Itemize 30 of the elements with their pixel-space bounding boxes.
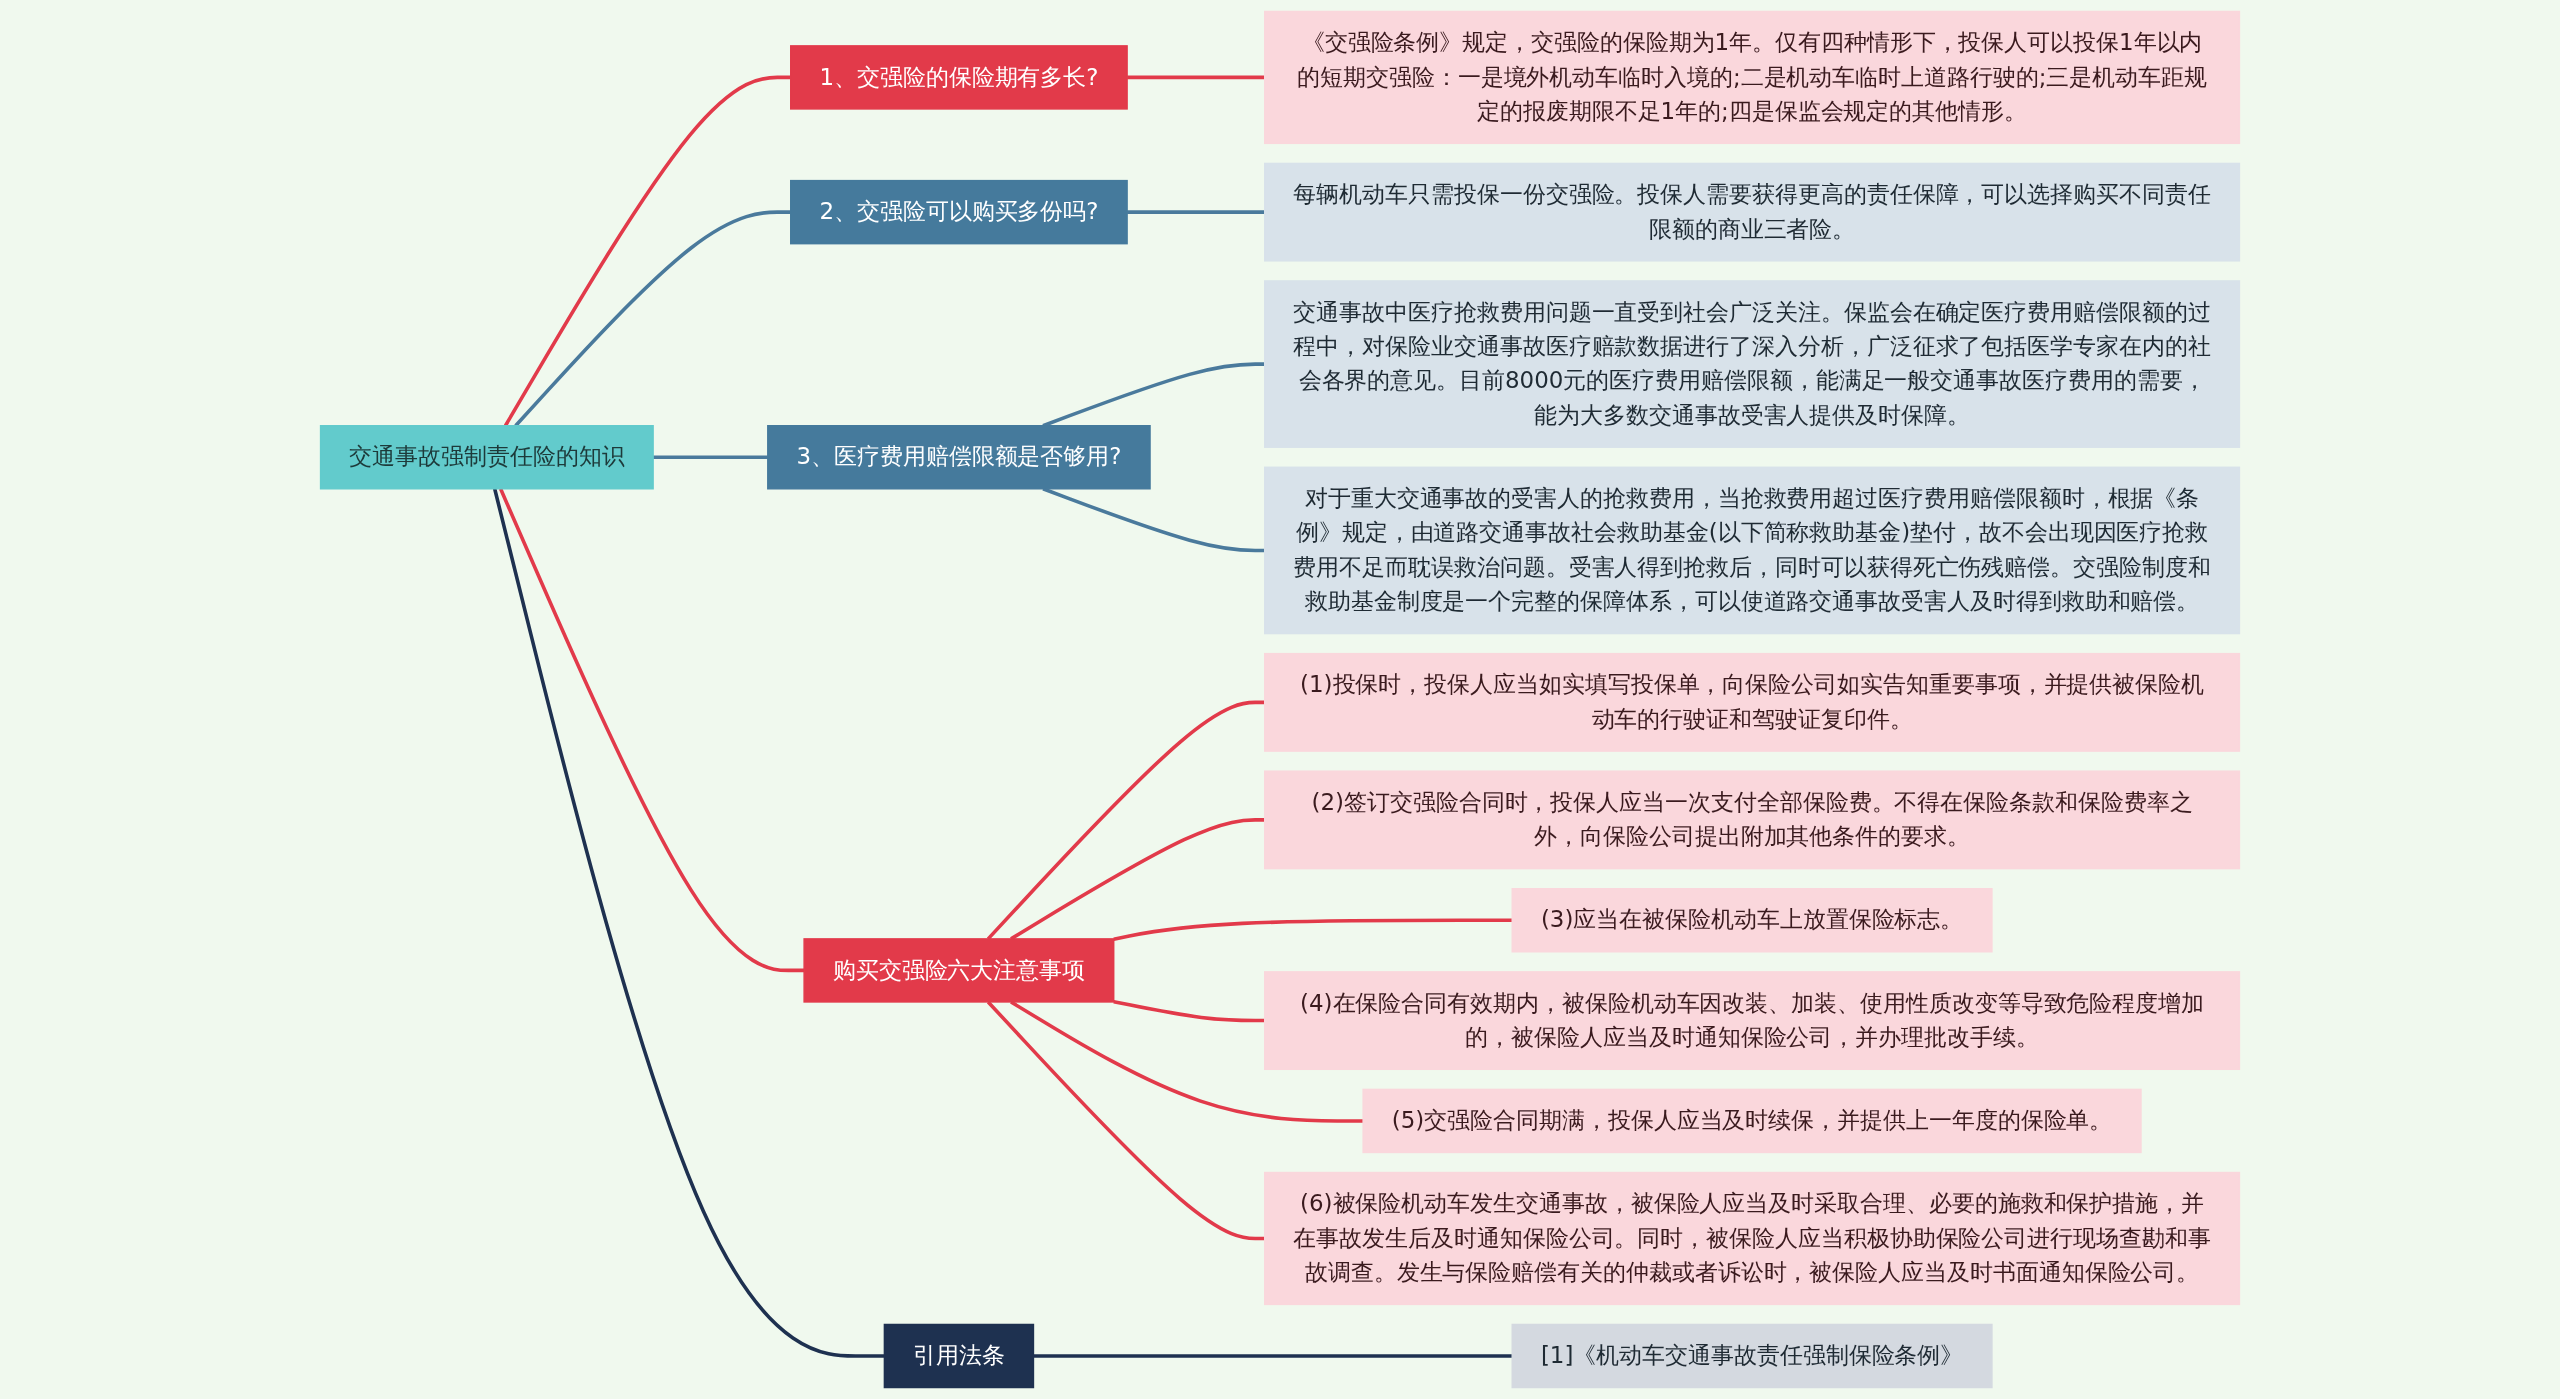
node-box: 3、医疗费用赔偿限额是否够用? bbox=[767, 425, 1151, 490]
node-box: (3)应当在被保险机动车上放置保险标志。 bbox=[1511, 888, 1993, 953]
connector bbox=[1127, 75, 1265, 80]
connector bbox=[1010, 1000, 1364, 1123]
node-box: (1)投保时，投保人应当如实填写投保单，向保险公司如实告知重要事项，并提供被保险机动车的行驶证和驾驶证复印件。 bbox=[1264, 652, 2241, 752]
node-box: (2)签订交强险合同时，投保人应当一次支付全部保险费。不得在保险条款和保险费率之外，向保险公司提出附加其他条件的要求。 bbox=[1264, 770, 2241, 870]
connector bbox=[514, 210, 791, 427]
node-box: 交通事故强制责任险的知识 bbox=[319, 425, 654, 490]
connector bbox=[653, 455, 768, 460]
connector bbox=[1113, 999, 1265, 1023]
node-box: 购买交强险六大注意事项 bbox=[803, 938, 1115, 1003]
node-box: [1]《机动车交通事故责任强制保险条例》 bbox=[1511, 1323, 1993, 1389]
node-box: (4)在保险合同有效期内，被保险机动车因改装、加装、使用性质改变等导致危险程度增加的，被保险人应当及时通知保险公司，并办理批改手续。 bbox=[1264, 971, 2241, 1071]
node-box: 2、交强险可以购买多份吗? bbox=[790, 179, 1128, 245]
node-box: 1、交强险的保险期有多长? bbox=[790, 45, 1128, 110]
connector bbox=[1113, 918, 1513, 941]
connector bbox=[986, 1000, 1265, 1241]
connector bbox=[492, 488, 885, 1358]
node-box: (5)交强险合同期满，投保人应当及时续保，并提供上一年度的保险单。 bbox=[1362, 1088, 2142, 1154]
node-box: 每辆机动车只需投保一份交强险。投保人需要获得更高的责任保障，可以选择购买不同责任限额的商业三者险。 bbox=[1264, 162, 2241, 262]
node-box: 交通事故中医疗抢救费用问题一直受到社会广泛关注。保监会在确定医疗费用赔偿限额的过程中，对保险业交通事故医疗赔款数据进行了深入分析，广泛征求了包括医学专家在内的社会各界的意见。目前8000元的医疗费用赔偿限额，能满足一般交通事故医疗费用的需要，能为大多数交通事故受害人提供及时保障。 bbox=[1264, 280, 2241, 448]
connector bbox=[503, 75, 791, 427]
node-box: 对于重大交通事故的受害人的抢救费用，当抢救费用超过医疗费用赔偿限额时，根据《条例》规定，由道路交通事故社会救助基金(以下简称救助基金)垫付，故不会出现因医疗抢救费用不足而耽误救治问题。受害人得到抢救后，同时可以获得死亡伤残赔偿。交强险制度和救助基金制度是一个完整的保障体系，可以使道路交通事故受害人及时得到救助和赔偿。 bbox=[1264, 466, 2241, 635]
node-box: 《交强险条例》规定，交强险的保险期为1年。仅有四种情形下，投保人可以投保1年以内的短期交强险：一是境外机动车临时入境的;二是机动车临时上道路行驶的;三是机动车距规定的报废期限不足1年的;四是保监会规定的其他情形。 bbox=[1264, 10, 2241, 145]
node-box: 引用法条 bbox=[883, 1323, 1035, 1389]
connector bbox=[498, 488, 805, 973]
connector bbox=[1033, 1354, 1513, 1358]
connector bbox=[1042, 487, 1265, 553]
node-box: (6)被保险机动车发生交通事故，被保险人应当及时采取合理、必要的施救和保护措施，并在事故发生后及时通知保险公司。同时，被保险人应当积极协助保险公司进行现场查勘和事故调查。发生与保险赔偿有关的仲裁或者诉讼时，被保险人应当及时书面通知保险公司。 bbox=[1264, 1171, 2241, 1306]
connector bbox=[1127, 210, 1265, 214]
